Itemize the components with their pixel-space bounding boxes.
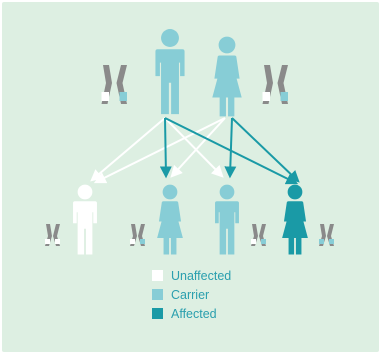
legend-label-affected: Affected <box>171 307 217 321</box>
child3-chromosome-pair-icon <box>251 224 266 246</box>
arrow-mother-to-child4 <box>231 117 300 183</box>
arrow-father-to-child2 <box>159 117 172 179</box>
child1-chromosome-pair-icon <box>45 224 60 246</box>
legend-label-unaffected: Unaffected <box>171 269 231 283</box>
legend-label-carrier: Carrier <box>171 288 209 302</box>
child4-chromosome-pair-icon <box>319 224 334 246</box>
arrow-mother-to-child3 <box>224 117 237 179</box>
arrow-father-to-child3 <box>164 117 224 178</box>
inheritance-arrows <box>90 117 300 185</box>
mother-chromosome-pair-icon <box>262 65 288 104</box>
arrow-mother-to-child2 <box>170 117 226 178</box>
child2-chromosome-pair-icon <box>130 224 145 246</box>
legend-swatch-affected <box>152 308 163 319</box>
father-chromosome-pair-icon <box>101 65 127 104</box>
legend: Unaffected Carrier Affected <box>152 269 231 321</box>
legend-swatch-unaffected <box>152 270 163 281</box>
arrow-father-to-child1 <box>90 117 166 182</box>
arrow-mother-to-child1 <box>93 117 226 184</box>
legend-swatch-carrier <box>152 289 163 300</box>
